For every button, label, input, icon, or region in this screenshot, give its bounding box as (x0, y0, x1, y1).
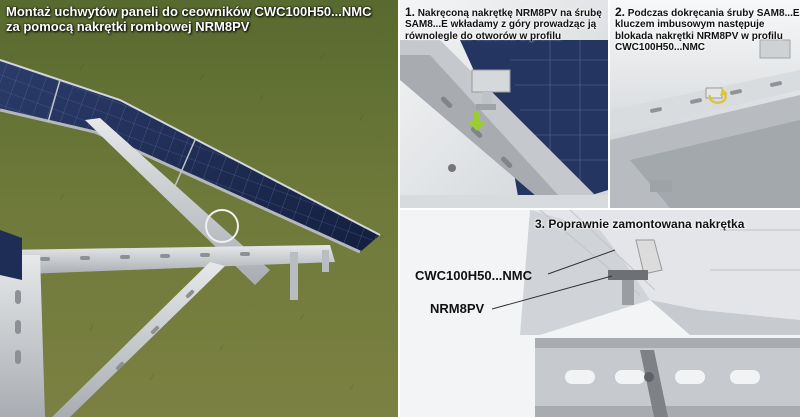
step2-line1: Podczas dokręcania śruby SAM8...E (627, 8, 800, 19)
step1-line1: Nakręconą nakrętkę NRM8PV na śrubę (417, 8, 602, 19)
step2-line4: CWC100H50...NMC (615, 41, 706, 53)
step2-caption: 2. Podczas dokręcania śruby SAM8...E klu… (615, 5, 800, 53)
nrm8pv-nut (608, 270, 648, 280)
step1-number: 1. (405, 5, 416, 19)
main-render-panel: Montaż uchwytów paneli do ceowników CWC1… (0, 0, 398, 417)
step1-caption: 1. Nakręconą nakrętkę NRM8PV na śrubę SA… (405, 5, 602, 42)
main-title: Montaż uchwytów paneli do ceowników CWC1… (6, 4, 372, 35)
rotation-arrow-icon (708, 92, 727, 104)
step1-render (400, 0, 608, 208)
step1-panel: 1. Nakręconą nakrętkę NRM8PV na śrubę SA… (400, 0, 608, 208)
step1-line2: SAM8...E wkładamy z góry prowadząc ją (405, 19, 597, 31)
step2-number: 2. (615, 5, 626, 19)
label-nrm8pv: NRM8PV (430, 301, 485, 316)
step2-render (610, 0, 800, 208)
detail-highlight-circle (205, 209, 239, 243)
step1-line3: równolegle do otworów w profilu (405, 30, 562, 42)
label-cwc100h50-nmc: CWC100H50...NMC (415, 268, 533, 283)
green-down-arrow-icon (468, 112, 486, 131)
step3-panel: 3. Poprawnie zamontowana nakrętka CWC100… (400, 210, 800, 417)
step2-line2: kluczem imbusowym następuje (615, 19, 765, 31)
step3-render (400, 210, 800, 417)
step3-title: 3. Poprawnie zamontowana nakrętka (535, 217, 745, 231)
main-title-line2: za pomocą nakrętki rombowej NRM8PV (6, 18, 250, 34)
main-title-line1: Montaż uchwytów paneli do ceowników CWC1… (6, 4, 372, 19)
step2-panel: 2. Podczas dokręcania śruby SAM8...E klu… (610, 0, 800, 208)
solar-mount-render (0, 0, 398, 417)
step2-line3: blokada nakrętki NRM8PV w profilu (615, 30, 783, 42)
